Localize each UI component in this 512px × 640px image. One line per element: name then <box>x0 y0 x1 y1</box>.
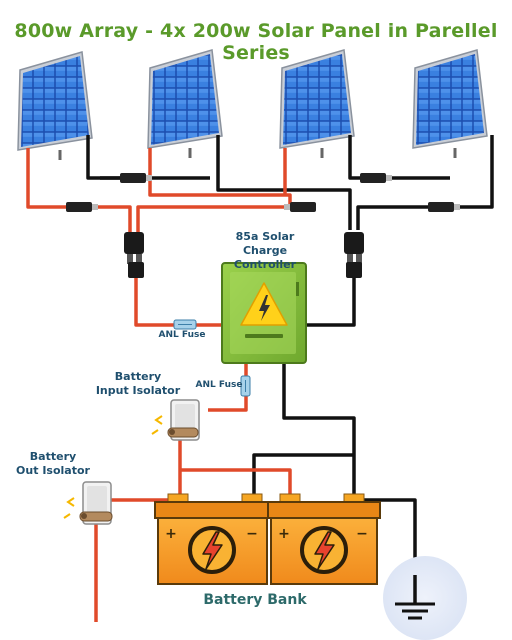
fuse-icon <box>173 319 197 330</box>
lightning-warning-icon <box>240 282 288 338</box>
input-isolator-label-line1: Battery <box>114 370 162 383</box>
isolator-switch-icon <box>151 399 200 441</box>
mc4-connector-icon <box>66 202 98 212</box>
out-isolator-label-line1: Battery <box>29 450 77 463</box>
controller-label-line1: 85a Solar <box>235 230 295 243</box>
svg-text:−: − <box>246 526 258 542</box>
ground-icon <box>383 556 467 640</box>
solar-panel-4 <box>412 49 488 158</box>
svg-text:+: + <box>278 526 290 542</box>
input-isolator-label-line2: Input Isolator <box>95 383 181 397</box>
out-isolator-label-line2: Out Isolator <box>16 463 90 477</box>
input-isolator-label: Battery Input Isolator <box>88 370 188 398</box>
mc4-connector-icon <box>284 202 316 212</box>
left-branch-connector <box>124 232 144 278</box>
right-branch-connector <box>344 232 364 278</box>
solar-panel-2 <box>147 49 223 158</box>
out-isolator-label: Battery Out Isolator <box>8 450 98 478</box>
isolator-switch-icon <box>63 481 113 525</box>
mc4-connector-icon <box>120 173 152 183</box>
anl-fuse-label-1: ANL Fuse <box>158 330 206 340</box>
positive-wires <box>26 148 292 622</box>
mc4-connector-icon <box>360 173 392 183</box>
anl-fuse-label-2: ANL Fuse <box>195 380 243 390</box>
fuse-icon <box>240 375 251 397</box>
controller-label: 85a Solar Charge Controller <box>210 230 320 271</box>
battery-bolt-icon <box>188 526 236 574</box>
controller-label-line2: Charge Controller <box>233 243 297 271</box>
battery-bolt-icon <box>300 526 348 574</box>
battery-bank-label: Battery Bank <box>203 592 307 608</box>
svg-text:+: + <box>165 526 177 542</box>
mc4-connector-icon <box>428 202 460 212</box>
svg-text:−: − <box>356 526 368 542</box>
solar-panel-3 <box>279 49 355 158</box>
diagram-title: 800w Array - 4x 200w Solar Panel in Pare… <box>14 20 498 64</box>
solar-panel-1 <box>17 51 93 160</box>
